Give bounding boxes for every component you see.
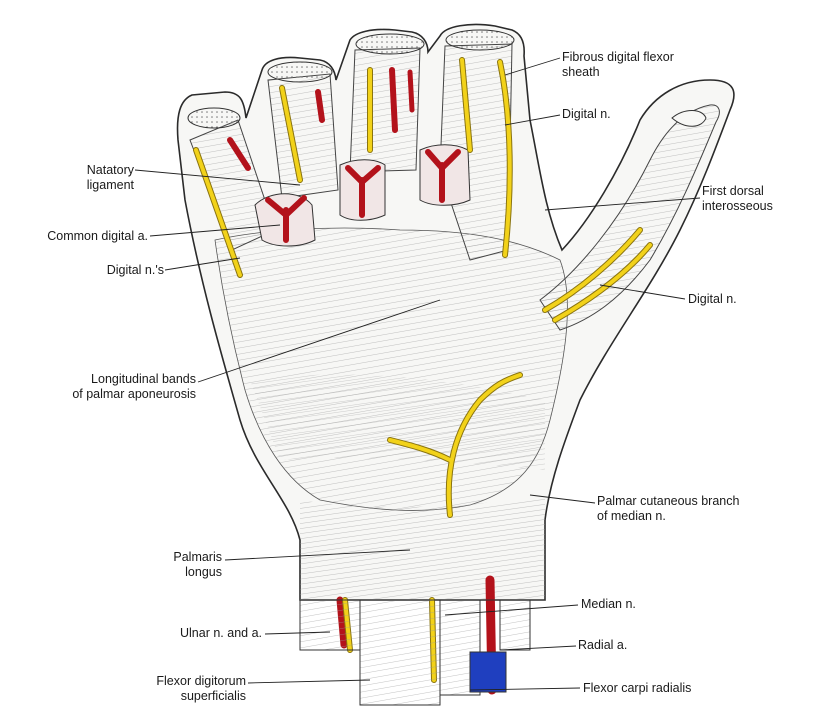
label-palmaris-longus: Palmaris longus [173, 550, 222, 579]
label-median-n: Median n. [581, 597, 636, 611]
label-flexor-digitorum-superficialis: Flexor digitorum superficialis [156, 674, 246, 703]
label-digital-n-thumb: Digital n. [688, 292, 737, 306]
label-palmar-cutaneous-branch: Palmar cutaneous branch of median n. [597, 494, 740, 523]
leader-lines [134, 57, 701, 691]
label-common-digital-a: Common digital a. [47, 229, 148, 243]
label-flexor-carpi-radialis: Flexor carpi radialis [583, 681, 692, 695]
forearm-tendons [299, 599, 545, 706]
label-ulnar-n-and-a: Ulnar n. and a. [180, 626, 262, 640]
thumb [539, 104, 720, 331]
label-natatory-ligament: Natatory ligament [86, 163, 134, 192]
label-radial-a: Radial a. [578, 638, 628, 652]
label-longitudinal-bands: Longitudinal bands of palmar aponeurosis [72, 372, 196, 401]
label-digital-n-top: Digital n. [562, 107, 611, 121]
label-first-dorsal-interosseous: First dorsal interosseous [702, 184, 773, 213]
label-digital-ns: Digital n.'s [106, 263, 164, 277]
label-fibrous-digital-flexor-sheath: Fibrous digital flexor sheath [562, 50, 674, 79]
